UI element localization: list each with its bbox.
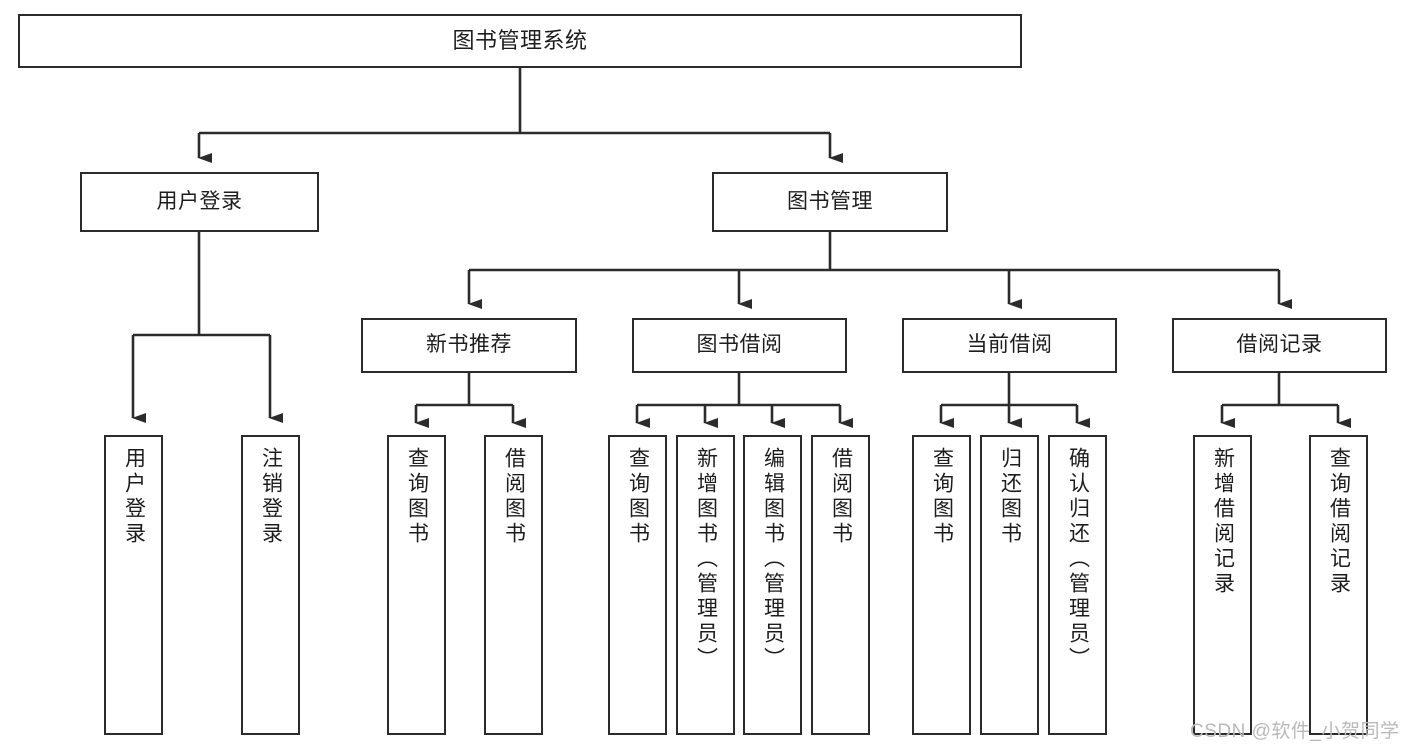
csdn-watermark: CSDN @软件_小贺同学: [1190, 721, 1400, 742]
leaf-add-record-label: 新增借阅记录: [1211, 447, 1235, 597]
node-book-borrow-label: 图书借阅: [696, 333, 783, 357]
leaf-edit-book-label: 编辑图书（管理员）: [761, 447, 785, 672]
node-user-login[interactable]: 用户登录: [80, 172, 319, 232]
leaf-borrow-book-1[interactable]: 借阅图书: [484, 435, 543, 735]
leaf-query-book-1-label: 查询图书: [405, 447, 429, 547]
node-root[interactable]: 图书管理系统: [18, 14, 1022, 68]
leaf-user-login-label: 用户登录: [122, 447, 146, 547]
node-book-manage[interactable]: 图书管理: [712, 172, 948, 232]
leaf-query-book-2[interactable]: 查询图书: [608, 435, 667, 735]
leaf-add-book-label: 新增图书（管理员）: [694, 447, 718, 672]
leaf-query-record[interactable]: 查询借阅记录: [1309, 435, 1368, 735]
leaf-user-login[interactable]: 用户登录: [104, 435, 163, 735]
leaf-add-book[interactable]: 新增图书（管理员）: [676, 435, 735, 735]
node-current-borrow-label: 当前借阅: [966, 333, 1053, 357]
leaf-borrow-book-2[interactable]: 借阅图书: [811, 435, 870, 735]
node-root-label: 图书管理系统: [452, 28, 588, 54]
leaf-return-book[interactable]: 归还图书: [980, 435, 1039, 735]
node-borrow-record-label: 借阅记录: [1236, 333, 1323, 357]
leaf-edit-book[interactable]: 编辑图书（管理员）: [743, 435, 802, 735]
node-new-book-rec[interactable]: 新书推荐: [361, 318, 577, 373]
leaf-confirm-return-label: 确认归还（管理员）: [1066, 447, 1090, 672]
leaf-query-book-3-label: 查询图书: [930, 447, 954, 547]
node-new-book-rec-label: 新书推荐: [426, 333, 512, 357]
leaf-confirm-return[interactable]: 确认归还（管理员）: [1048, 435, 1107, 735]
node-book-borrow[interactable]: 图书借阅: [632, 318, 847, 373]
leaf-user-logout[interactable]: 注销登录: [241, 435, 300, 735]
node-current-borrow[interactable]: 当前借阅: [902, 318, 1117, 373]
node-borrow-record[interactable]: 借阅记录: [1172, 318, 1387, 373]
leaf-add-record[interactable]: 新增借阅记录: [1193, 435, 1252, 735]
leaf-query-record-label: 查询借阅记录: [1327, 447, 1351, 597]
node-book-manage-label: 图书管理: [787, 189, 873, 213]
leaf-return-book-label: 归还图书: [998, 447, 1022, 547]
leaf-query-book-3[interactable]: 查询图书: [912, 435, 971, 735]
leaf-borrow-book-2-label: 借阅图书: [829, 447, 853, 547]
leaf-query-book-1[interactable]: 查询图书: [387, 435, 446, 735]
leaf-query-book-2-label: 查询图书: [626, 447, 650, 547]
node-user-login-label: 用户登录: [156, 189, 243, 213]
leaf-user-logout-label: 注销登录: [259, 447, 283, 547]
leaf-borrow-book-1-label: 借阅图书: [502, 447, 526, 547]
